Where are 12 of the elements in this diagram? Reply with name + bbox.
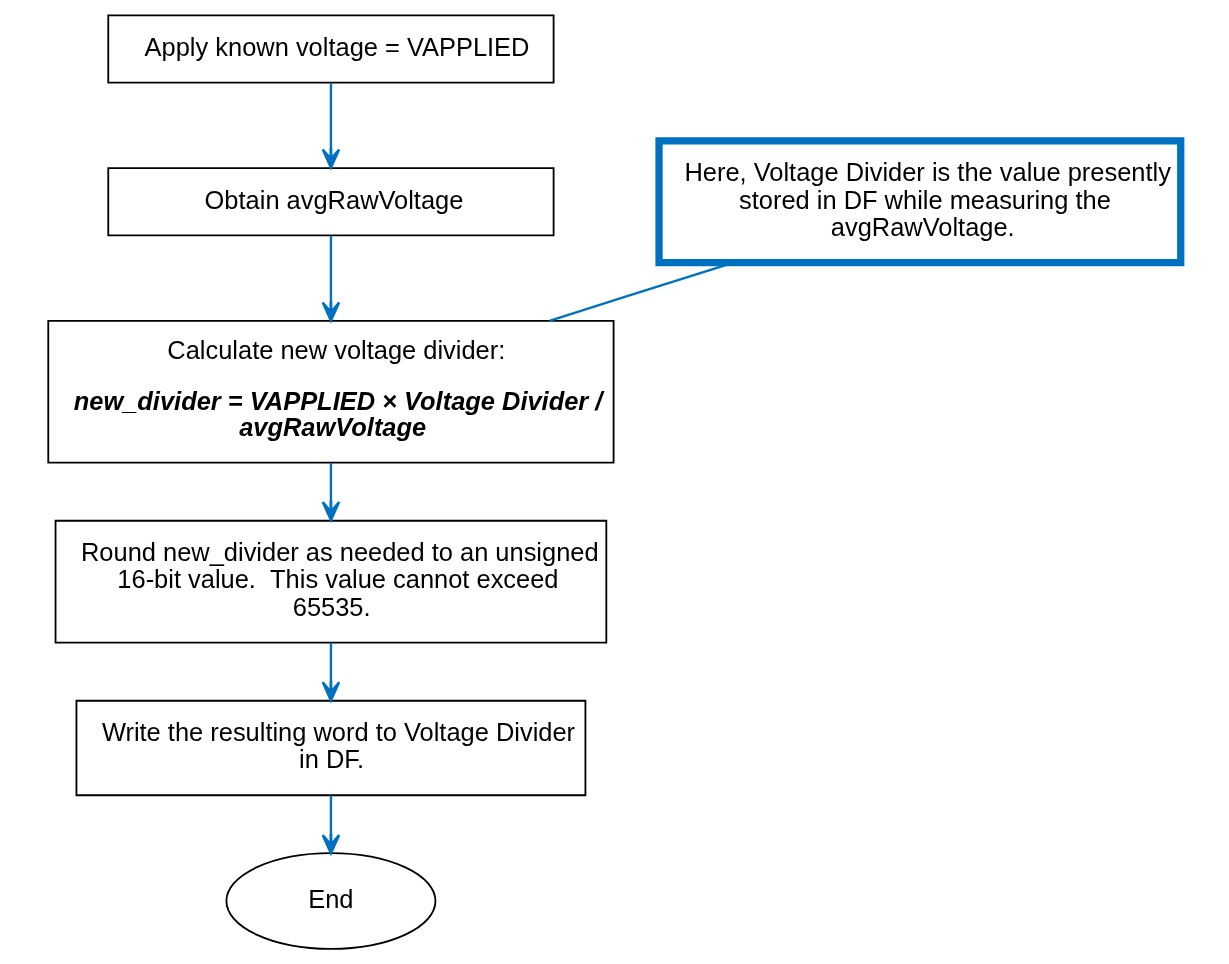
node-box: Write the resulting word to Voltage Divider in DF. — [75, 699, 587, 797]
arrow — [321, 236, 341, 322]
node-box: Obtain avgRawVoltage — [107, 167, 555, 237]
node-box: Round new_divider as needed to an unsigned 16-bit value. This value cannot exceed 65535. — [54, 519, 608, 644]
arrow — [321, 642, 341, 702]
arrow — [321, 83, 341, 169]
node-box: Calculate new voltage divider: new_divider = VAPPLIED × Voltage Divider / avgRawVoltage — [47, 319, 615, 464]
node-box: Apply known voltage = VAPPLIED — [107, 14, 555, 84]
node-box: Here, Voltage Divider is the value presently stored in DF while measuring the avgRawVoltage. — [655, 137, 1185, 267]
node-ellipse: End — [225, 852, 437, 950]
arrow — [321, 795, 341, 855]
arrow — [321, 462, 341, 522]
